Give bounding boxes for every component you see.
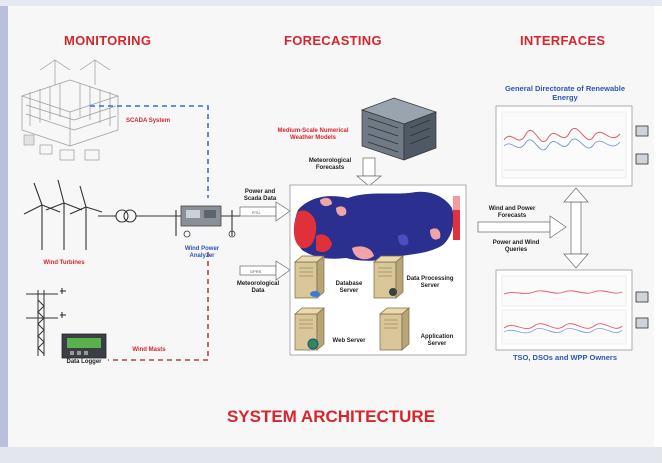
computer-icon [635,291,649,303]
database-server-icon [294,255,325,299]
svg-text:RTU: RTU [252,210,260,215]
wind-turbines-icon [23,179,103,250]
web-server-label: Web Server [332,338,366,344]
app-server-label: Application Server [420,334,454,347]
dp-server-label: Data Processing Server [406,276,454,289]
wind-power-analyzer-icon [180,205,236,238]
forecasting-heading: FORECASTING [284,33,382,48]
scada-dashed-line [90,105,209,198]
queries-label: Power and Wind Queries [492,240,540,253]
power-scada-label: Power and Scada Data [243,189,277,202]
monitoring-heading: MONITORING [64,33,152,48]
gdre-label: General Directorate of Renewable Energy [504,84,626,102]
owners-label: TSO, DSOs and WPP Owners [512,353,618,362]
scada-monitor-icon [23,134,35,146]
meteorological-data-arrow: GPRS [239,260,291,281]
masts-label: Wind Masts [132,347,166,353]
application-server-icon [379,307,410,351]
nwp-server-rack-icon [360,97,438,161]
meteorological-forecasts-arrow [356,157,382,187]
top-border [0,0,662,6]
db-server-label: Database Server [335,281,363,294]
data-logger-icon [61,333,107,359]
wind-mast-dashed-line [108,252,209,361]
interfaces-double-arrow [563,187,589,269]
diagram-title: SYSTEM ARCHITECTURE [226,407,436,426]
scada-wireframe-icon [20,59,120,161]
power-scada-arrow: RTU [239,201,291,222]
owners-chart-screen [495,269,633,351]
left-border [0,0,8,463]
interfaces-heading: INTERFACES [520,33,606,48]
bottom-border [0,447,662,463]
computer-icon [635,317,649,329]
scada-label: SCADA System [125,118,171,124]
forecasts-label: Wind and Power Forecasts [488,206,536,219]
wind-masts-icon [26,288,66,356]
meteo-forecasts-label: Meteorological Forecasts [308,158,352,171]
web-server-icon [294,307,325,351]
analyzer-label: Wind Power Analyzer [184,246,220,259]
nwp-label: Medium-Scale Numerical Weather Models [277,128,349,141]
turkey-map [293,191,454,261]
computer-icon [635,125,649,165]
forecasts-arrow [477,215,567,239]
data-processing-server-icon [373,255,404,299]
logger-label: Data Logger [66,359,102,365]
svg-text:GPRS: GPRS [250,269,262,274]
map-color-scale [453,196,460,240]
turbines-label: Wind Turbines [43,260,85,266]
meteo-data-label: Meteorological Data [236,281,280,294]
gdre-chart-screen [495,105,633,187]
